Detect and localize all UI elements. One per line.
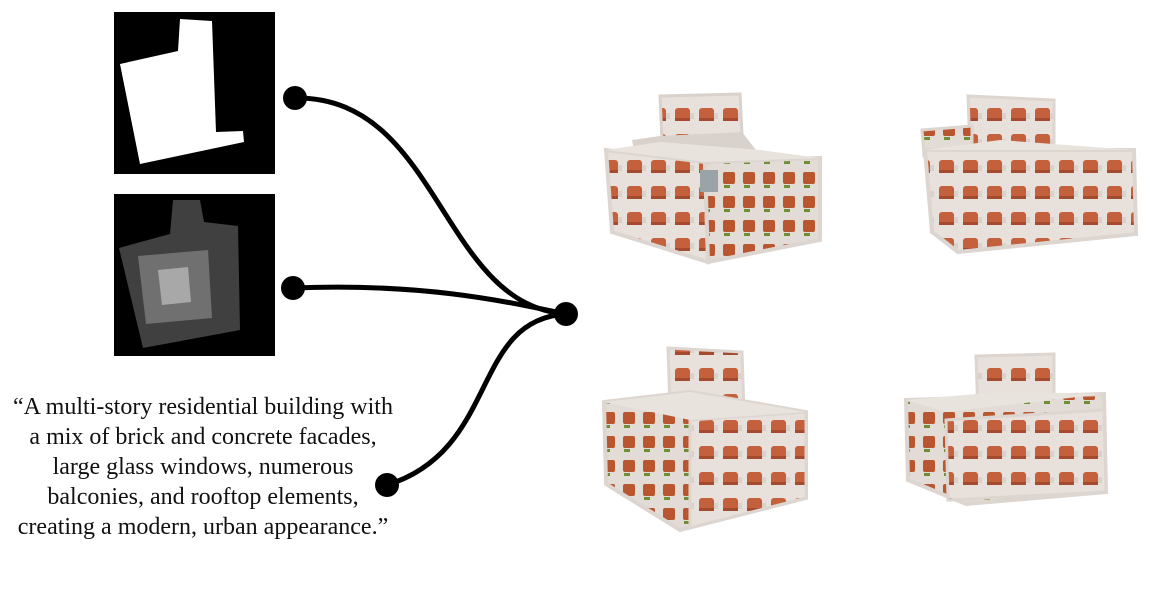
connector-lines bbox=[290, 95, 569, 488]
generated-building-1 bbox=[603, 92, 822, 265]
heightmap-node bbox=[281, 276, 305, 300]
height-level-3 bbox=[158, 267, 191, 305]
connector-text bbox=[384, 311, 569, 488]
footprint-shape bbox=[120, 19, 244, 164]
text-node bbox=[375, 473, 399, 497]
merge-node bbox=[554, 302, 578, 326]
footprint-node bbox=[283, 86, 307, 110]
connector-heightmap bbox=[290, 284, 569, 317]
footprint-mask-image bbox=[114, 12, 275, 174]
generated-building-4 bbox=[903, 352, 1109, 507]
height-map-image bbox=[114, 194, 275, 356]
generated-building-3 bbox=[601, 346, 808, 533]
generated-building-2 bbox=[920, 94, 1139, 255]
connector-footprint bbox=[292, 95, 569, 317]
text-prompt: “A multi-story residential building with… bbox=[13, 394, 393, 540]
